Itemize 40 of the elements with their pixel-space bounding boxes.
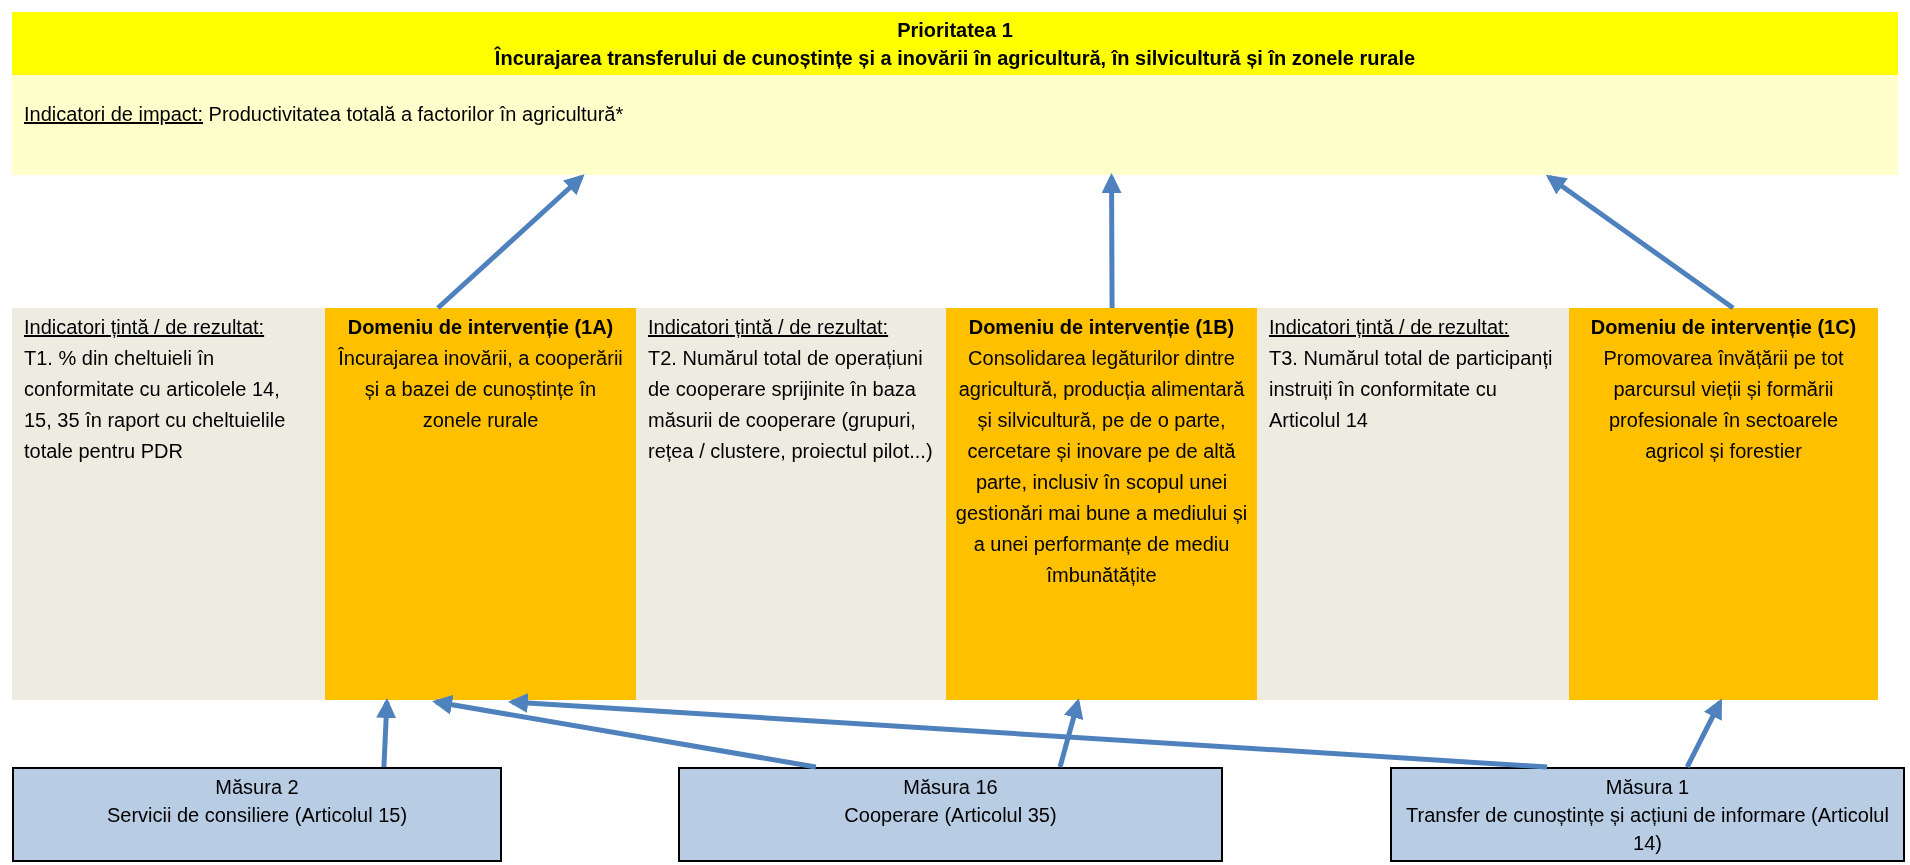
indicator-heading: Indicatori țintă / de rezultat: [648, 315, 890, 340]
domain-panel [325, 308, 636, 700]
impact-band [12, 75, 1898, 175]
domain-heading: Domeniu de intervenție (1B) [967, 315, 1236, 340]
indicator-text: T1. % din cheltuieli în conformitate cu articolele 14, 15, 35 în raport cu cheltuielile totale pentru PDR [24, 346, 287, 464]
arrow [1545, 174, 1735, 311]
arrow [1101, 173, 1122, 308]
domain-heading: Domeniu de intervenție (1A) [346, 315, 615, 340]
arrow [376, 698, 397, 768]
indicator-heading: Indicatori țintă / de rezultat: [1269, 315, 1511, 340]
arrow [507, 693, 1548, 770]
priority-title: Prioritatea 1 [897, 17, 1013, 43]
measure-box [678, 767, 1223, 862]
domain-text: Consolidarea legăturilor dintre agricultură, producția alimentară și silvicultură, pe de o parte, cercetare și inovare pe de altă parte, inclusiv în scopul unei gestionări mai bune a mediului și a unei performanțe de mediu îmbunătățite [954, 346, 1249, 588]
domain-text: Încurajarea inovării, a cooperării și a bazei de cunoștințe în zonele rurale [337, 346, 624, 433]
arrow [432, 694, 817, 770]
arrow [436, 174, 585, 310]
measure-text: Servicii de consiliere (Articolul 15) [105, 803, 409, 828]
indicator-heading: Indicatori țintă / de rezultat: [24, 315, 266, 340]
domain-heading: Domeniu de intervenție (1C) [1589, 315, 1858, 340]
indicator-panel [12, 308, 325, 700]
measure-text: Cooperare (Articolul 35) [843, 803, 1058, 828]
indicator-panel [1257, 308, 1569, 700]
priority-band [12, 12, 1898, 75]
domain-panel [1569, 308, 1878, 700]
measure-title: Măsura 2 [214, 775, 300, 800]
indicator-text: T3. Numărul total de participanți instruiți în conformitate cu Articolul 14 [1269, 346, 1554, 433]
measure-title: Măsura 16 [902, 775, 999, 800]
priority-heading: Încurajarea transferului de cunoștințe și a inovării în agricultură, în silvicultură și în zonele rurale [494, 45, 1416, 71]
arrow [1057, 698, 1084, 768]
domain-text: Promovarea învățării pe tot parcursul vieții și formării profesionale în sectoarele agricol și forestier [1602, 346, 1845, 464]
measure-box [12, 767, 502, 862]
indicator-text: T2. Numărul total de operațiuni de cooperare sprijinite în baza măsurii de cooperare (grupuri, rețea / clustere, proiectul pilot...) [648, 346, 934, 464]
measure-box [1390, 767, 1905, 862]
measure-title: Măsura 1 [1604, 775, 1691, 800]
measure-text: Transfer de cunoștințe și acțiuni de informare (Articolul 14) [1405, 803, 1890, 856]
domain-panel [946, 308, 1257, 700]
indicator-panel [636, 308, 946, 700]
impact-indicator-text: Indicatori de impact: Productivitatea totală a factorilor în agricultură* [24, 102, 625, 127]
arrow [1684, 698, 1723, 769]
